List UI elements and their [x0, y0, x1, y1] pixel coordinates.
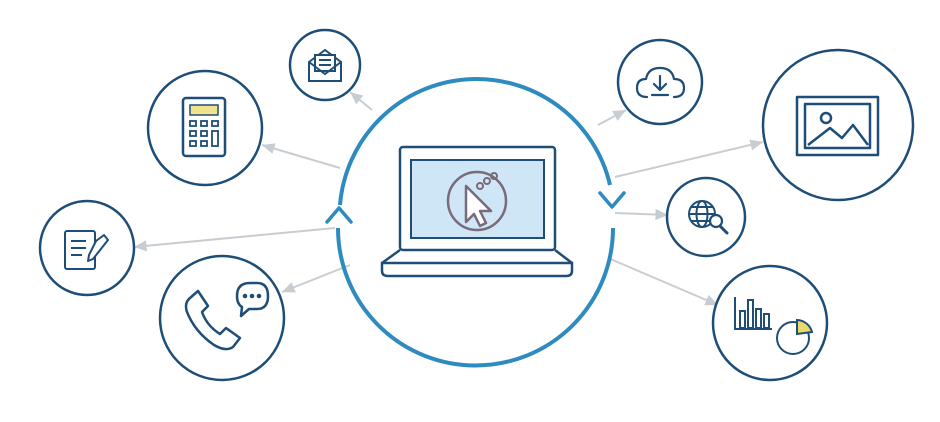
- document-edit-icon: [64, 230, 109, 270]
- globe-search-icon: [688, 200, 729, 235]
- document-node: [38, 199, 136, 297]
- image-node: [761, 48, 915, 202]
- connector-email: [349, 91, 373, 111]
- connector-analytics: [607, 257, 719, 306]
- connector-web-search: [614, 208, 669, 221]
- connector-cloud: [597, 109, 627, 126]
- connectors: [133, 91, 764, 306]
- analytics-chart-icon: [734, 297, 814, 355]
- cursor-click-icon: [446, 170, 508, 232]
- envelope-icon: [308, 48, 342, 82]
- phone-chat-icon: [184, 281, 270, 351]
- laptop-icon: [380, 145, 574, 278]
- web-search-node: [665, 176, 747, 258]
- analytics-node: [711, 264, 829, 382]
- connector-phone-chat: [281, 264, 351, 293]
- arrow-down-icon: [598, 191, 626, 209]
- email-node: [288, 28, 362, 102]
- phone-chat-node: [158, 254, 286, 382]
- cloud-download-icon: [635, 66, 686, 99]
- cloud-download-node: [616, 38, 704, 126]
- cycle-ring: [325, 77, 626, 368]
- arrow-up-icon: [325, 206, 353, 224]
- calculator-node: [146, 69, 264, 187]
- connector-calculator: [261, 143, 341, 169]
- connector-document: [133, 227, 336, 252]
- calculator-icon: [181, 96, 227, 158]
- image-icon: [795, 95, 880, 157]
- connector-image: [614, 139, 764, 178]
